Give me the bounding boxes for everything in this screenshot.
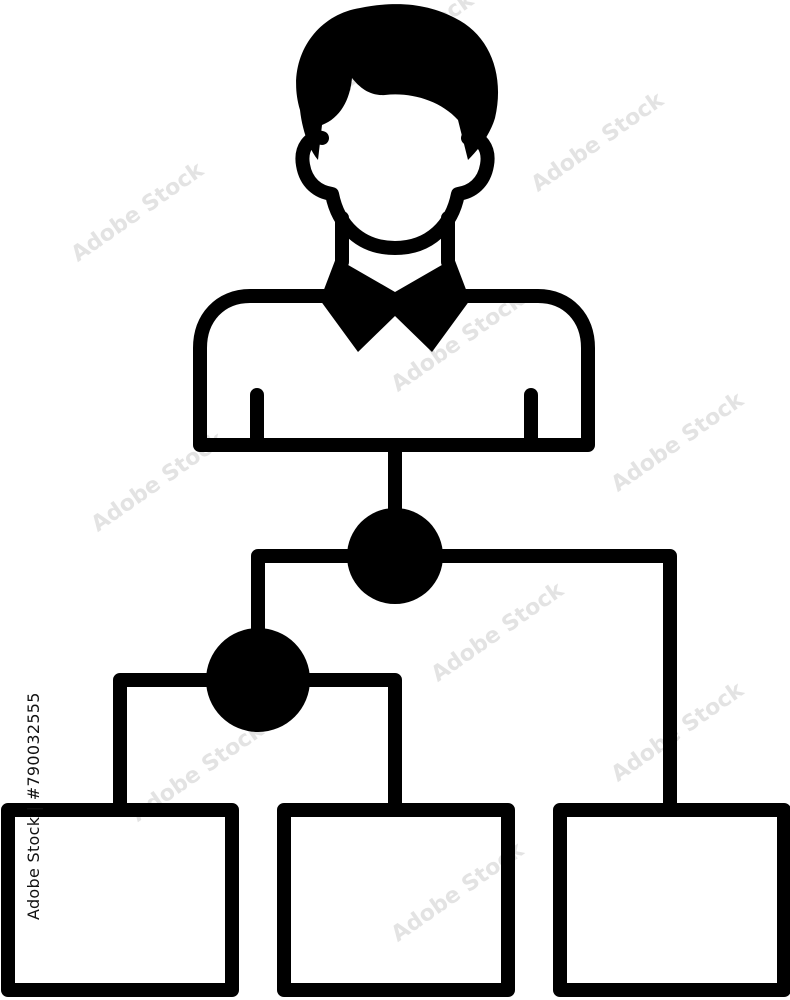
connector-second-right bbox=[298, 673, 402, 812]
collar bbox=[320, 258, 470, 352]
torso-outline bbox=[193, 289, 595, 452]
face-outline bbox=[295, 130, 495, 255]
stock-id-label: Adobe Stock | #790032555 bbox=[2, 692, 43, 920]
child-box-right bbox=[553, 803, 790, 997]
junction-node-top bbox=[347, 508, 443, 604]
connector-right-branch bbox=[433, 549, 677, 812]
child-box-left bbox=[1, 803, 239, 997]
child-box-center bbox=[277, 803, 515, 997]
junction-node-left bbox=[206, 628, 310, 732]
connector-second-left bbox=[113, 673, 219, 812]
connector-left-branch bbox=[251, 549, 357, 637]
stock-id-text: Adobe Stock | #790032555 bbox=[24, 692, 43, 920]
hair bbox=[296, 4, 499, 160]
